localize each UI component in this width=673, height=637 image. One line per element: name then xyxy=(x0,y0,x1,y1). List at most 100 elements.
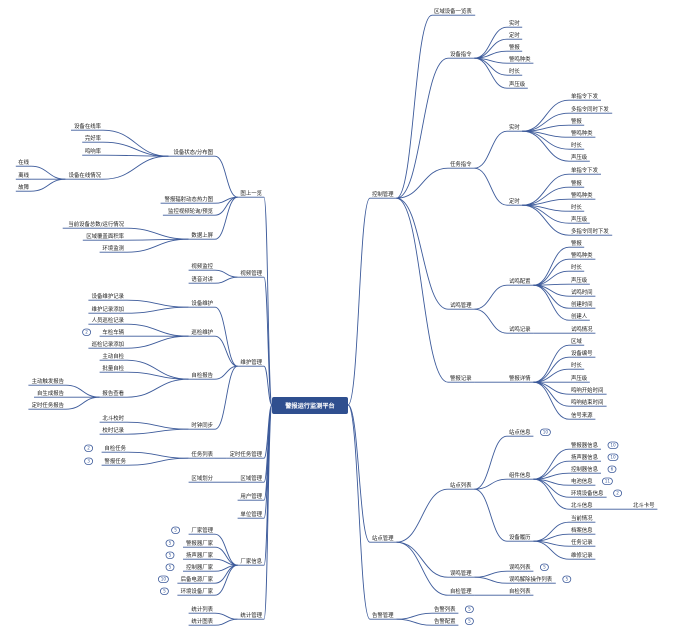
node-label-r2a2c: 控制器信息 xyxy=(571,465,599,473)
edge-to-r1e xyxy=(396,197,449,383)
node-label-l3b3: 巡检记录添加 xyxy=(92,340,124,348)
edge-to-l8f xyxy=(214,564,238,596)
node-r3: 告警管理 xyxy=(370,611,397,620)
node-label-l1a2: 完好率 xyxy=(85,134,102,142)
edge-to-r2a3d xyxy=(533,540,570,560)
node-l3c: 自检报告 xyxy=(188,371,215,380)
count-badge-shape xyxy=(607,465,617,473)
node-label-l8e: 后备电源厂家 xyxy=(181,575,214,583)
node-label-r2a3a: 当前情况 xyxy=(571,514,593,522)
node-r1b: 设备指令 xyxy=(448,50,475,59)
node-label-r2a1: 站点信息 xyxy=(509,428,531,436)
node-r2a2f: 北斗信息 xyxy=(569,501,596,510)
edge-to-l3a1 xyxy=(125,299,189,308)
node-l3b: 巡检维护 xyxy=(188,328,215,337)
node-label-l1d1: 当前设备总数/运行情况 xyxy=(68,220,124,228)
edge-to-r1d xyxy=(396,197,449,310)
node-label-r1d1e: 试鸣时间 xyxy=(571,288,593,296)
node-r1d: 试鸣管理 xyxy=(448,301,475,310)
node-l6: 用户管理 xyxy=(237,492,264,501)
node-label-r1c2f: 多指令同时下发 xyxy=(571,227,609,235)
node-label-r3: 告警管理 xyxy=(372,611,394,619)
node-r2a3a: 当前情况 xyxy=(569,514,596,523)
node-l3c3a: 主动触发报告 xyxy=(28,377,66,386)
node-l1: 图上一览 xyxy=(237,189,264,198)
node-l3c3c: 定时任务报告 xyxy=(28,401,66,410)
edge-to-r1d1b xyxy=(533,258,570,286)
edge-to-r1c1a xyxy=(522,99,570,132)
node-l4: 定时任务管理 xyxy=(226,450,264,459)
node-label-l3a: 设备维护 xyxy=(191,299,213,307)
node-l1d: 数据上屏 xyxy=(188,231,215,240)
edge-to-r1e1a xyxy=(533,344,570,383)
count-badge-l8d: 5 xyxy=(165,563,175,571)
node-label-r2a2f: 北斗信息 xyxy=(571,501,593,509)
edge-to-r1d1c xyxy=(533,270,570,286)
node-label-l1a1: 设备在线率 xyxy=(74,122,102,130)
node-r1c1b: 多指令同时下发 xyxy=(569,105,613,114)
node-label-r1c1a: 单指令下发 xyxy=(571,92,599,100)
edge-to-l2 xyxy=(263,276,273,406)
edge-to-l3b xyxy=(214,335,238,367)
edge-to-l1 xyxy=(263,196,273,406)
node-label-r1c1c: 警报 xyxy=(571,117,582,125)
count-badge-shape xyxy=(464,605,474,613)
node-r2a2f1: 北斗卡号 xyxy=(631,501,658,510)
edge-to-l9b xyxy=(214,618,238,626)
edge-to-r1c1 xyxy=(474,130,508,169)
node-label-r2a3b: 档案信息 xyxy=(571,526,593,534)
count-badge-shape xyxy=(607,453,619,461)
node-l5a: 区域划分 xyxy=(188,474,215,483)
edge-to-r2a1 xyxy=(474,435,508,490)
edge-to-r1d1g xyxy=(533,284,570,321)
edge-to-r2a2a xyxy=(533,448,570,480)
count-badge-shape xyxy=(165,563,175,571)
node-label-l3c1: 主动自检 xyxy=(102,352,124,360)
node-l3a2: 维护记录添加 xyxy=(88,305,126,314)
node-l3a: 设备维护 xyxy=(188,299,215,308)
edge-to-r1d1 xyxy=(474,284,508,310)
edge-to-r2b2 xyxy=(474,576,508,584)
edge-to-l2b xyxy=(214,276,238,284)
node-r1d1: 试鸣配置 xyxy=(507,277,534,286)
edge-to-r2a3a xyxy=(533,521,570,542)
count-badge-shape xyxy=(84,457,93,465)
node-label-r2a2f1: 北斗卡号 xyxy=(633,501,655,509)
count-badge-text: 5 xyxy=(468,619,471,624)
node-l8: 厂家信息 xyxy=(237,557,264,566)
root-node-box xyxy=(272,397,348,414)
mind-map-nodes: 图上一览设备状态/分布图设备在线率完好率鸣响率设备在线情况在线离线故障警报辐射动… xyxy=(15,7,658,626)
node-r1c2b: 警报 xyxy=(569,179,585,188)
count-badge-text: 2 xyxy=(616,491,619,496)
node-r1d1a: 警报 xyxy=(569,239,585,248)
node-label-l7: 单位管理 xyxy=(240,510,262,518)
edge-to-r1c2a xyxy=(522,173,570,206)
edge-to-r1d2 xyxy=(474,308,508,334)
node-r2c: 自检管理 xyxy=(448,587,475,596)
node-label-r2a2d: 电池信息 xyxy=(571,477,593,485)
count-badge-shape xyxy=(165,551,175,559)
node-label-r1d1: 试鸣配置 xyxy=(509,277,531,285)
node-label-r1c2e: 声压级 xyxy=(571,215,588,223)
node-label-r1c1b: 多指令同时下发 xyxy=(571,105,609,113)
node-label-l3b: 巡检维护 xyxy=(191,328,213,336)
count-badge-text: 5 xyxy=(468,607,471,612)
node-label-r1d1b: 警鸣种类 xyxy=(571,251,593,259)
node-label-r1b5: 时长 xyxy=(509,67,520,75)
node-r1b5: 时长 xyxy=(507,67,523,76)
node-r1d1e: 试鸣时间 xyxy=(569,288,596,297)
node-r1b4: 警鸣种类 xyxy=(507,55,534,64)
node-label-l3c3: 报告查看 xyxy=(102,389,124,397)
edge-to-l3d1 xyxy=(125,421,189,430)
node-r1b1: 实时 xyxy=(507,19,523,28)
node-label-r3a: 告警列表 xyxy=(434,605,456,613)
count-badge-shape xyxy=(82,328,91,336)
node-l2b: 语音对讲 xyxy=(188,275,215,284)
node-r1c1f: 声压级 xyxy=(569,153,590,162)
